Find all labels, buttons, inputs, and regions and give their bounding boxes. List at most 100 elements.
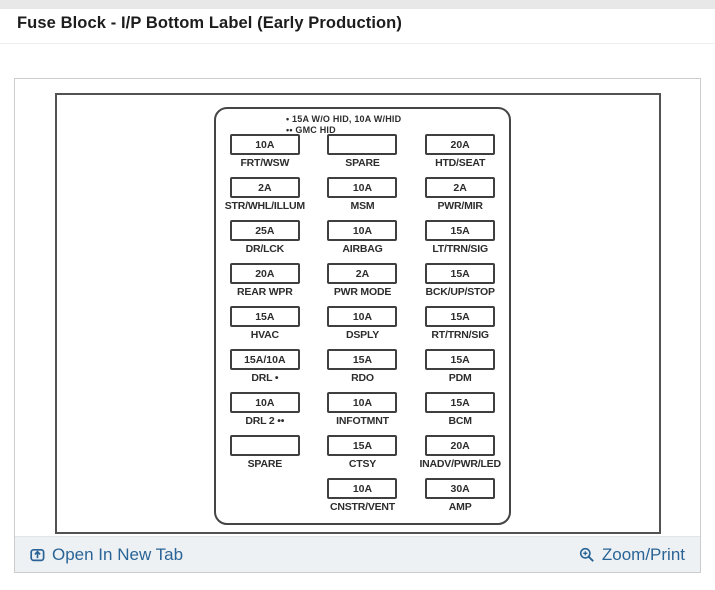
fuse-box: 10A [327,220,398,241]
fuse-box: 2A [327,263,398,284]
fuse-amp-rating: 2A [453,181,467,194]
fuse-label: AIRBAG [342,243,383,255]
fuse-label: CTSY [348,458,377,470]
fuse-cell: 30A AMP [411,478,509,521]
fuse-amp-rating: 20A [450,439,470,452]
fuse-label: INADV/PWR/LED [419,458,501,470]
fuse-amp-rating: 2A [355,267,370,280]
fuse-amp-rating: 10A [352,310,373,323]
fuse-cell: 10A DRL 2 •• [216,392,314,435]
fuse-block-diagram: • 15A W/O HID, 10A W/HID •• GMC HID 10A F… [214,107,511,525]
fuse-amp-rating: 20A [255,267,275,280]
fuse-label: PWR MODE [333,286,392,298]
fuse-label: MSM [350,200,375,212]
open-in-new-tab-label: Open In New Tab [52,544,184,564]
fuse-box: 15A [425,263,496,284]
fuse-grid: 10A FRT/WSW SPARE 20A HTD/SEAT 2A STR/WHL/ILLU… [216,134,509,521]
fuse-cell: 20A HTD/SEAT [411,134,509,177]
fuse-amp-rating: 10A [352,181,373,194]
fuse-box: 25A [229,220,300,241]
fuse-amp-rating: 10A [352,224,373,237]
fuse-amp-rating: 10A [352,396,373,409]
fuse-cell: 15A CTSY [314,435,412,478]
fuse-label: HTD/SEAT [435,157,486,169]
fuse-amp-rating: 15A [450,267,470,280]
fuse-label: AMP [448,501,472,513]
fuse-amp-rating: 10A [255,396,275,409]
fuse-box: 20A [425,435,496,456]
fuse-box: 20A [229,263,300,284]
fuse-cell: 2A PWR MODE [314,263,412,306]
fuse-label: RDO [351,372,374,384]
fuse-cell: 20A REAR WPR [216,263,314,306]
header-divider [0,43,715,44]
fuse-row: 20A REAR WPR 2A PWR MODE 15A BCK/UP/STOP [216,263,509,306]
fuse-label: DRL 2 •• [245,415,285,427]
fuse-box: 10A [229,134,300,155]
fuse-box: 15A [327,349,398,370]
fuse-cell: 15A RDO [314,349,412,392]
fuse-box: 20A [425,134,496,155]
page-title: Fuse Block - I/P Bottom Label (Early Pro… [17,14,402,32]
fuse-cell: 10A MSM [314,177,412,220]
fuse-box: 10A [327,306,398,327]
fuse-label: BCK/UP/STOP [425,286,495,298]
fuse-label: RT/TRN/SIG [431,329,489,341]
fuse-row: 10A DRL 2 •• 10A INFOTMNT 15A BCM [216,392,509,435]
fuse-amp-rating: 15A [450,396,470,409]
fuse-box: 10A [229,392,300,413]
fuse-cell: 15A BCM [411,392,509,435]
legend-line-1: • 15A W/O HID, 10A W/HID [286,114,402,124]
fuse-cell: SPARE [314,134,412,177]
fuse-cell: 15A RT/TRN/SIG [411,306,509,349]
fuse-amp-rating: 10A [352,482,373,495]
fuse-box: 15A [425,392,496,413]
fuse-box: 15A [327,435,398,456]
fuse-label: STR/WHL/ILLUM [224,200,305,212]
fuse-cell: 10A DSPLY [314,306,412,349]
fuse-label: CNSTR/VENT [329,501,396,513]
fuse-row: SPARE 15A CTSY 20A INADV/PWR/LED [216,435,509,478]
fuse-amp-rating: 10A [255,138,275,151]
image-viewer-panel: • 15A W/O HID, 10A W/HID •• GMC HID 10A F… [14,78,701,573]
fuse-amp-rating: 15A [352,353,373,366]
fuse-box: 2A [229,177,300,198]
fuse-label: REAR WPR [237,286,293,298]
fuse-label: HVAC [250,329,279,341]
fuse-box: 15A [425,349,496,370]
fuse-label: INFOTMNT [336,415,389,427]
fuse-box [229,435,300,456]
fuse-label: DSPLY [345,329,379,341]
open-in-new-tab-link[interactable]: Open In New Tab [30,545,183,565]
fuse-label: FRT/WSW [240,157,290,169]
fuse-box: 30A [425,478,496,499]
fuse-label: PWR/MIR [437,200,483,212]
fuse-amp-rating: 2A [258,181,272,194]
fuse-amp-rating: 15A [450,310,470,323]
fuse-box: 2A [425,177,496,198]
fuse-amp-rating: 30A [450,482,470,495]
fuse-box: 10A [327,177,398,198]
fuse-label: BCM [448,415,472,427]
fuse-box: 10A [327,392,398,413]
top-strip [0,0,715,9]
fuse-label: PDM [448,372,472,384]
fuse-row: 10A FRT/WSW SPARE 20A HTD/SEAT [216,134,509,177]
open-in-new-tab-icon [30,547,45,562]
zoom-print-link[interactable]: Zoom/Print [579,545,685,565]
legend-line-2: •• GMC HID [286,125,336,135]
fuse-amp-rating: 15A [450,353,470,366]
fuse-box: 15A [425,306,496,327]
fuse-box: 10A [327,478,398,499]
fuse-row: 10A CNSTR/VENT 30A AMP [216,478,509,521]
fuse-cell: 10A FRT/WSW [216,134,314,177]
viewer-toolbar: Open In New Tab Zoom/Print [15,536,700,572]
fuse-cell: SPARE [216,435,314,478]
